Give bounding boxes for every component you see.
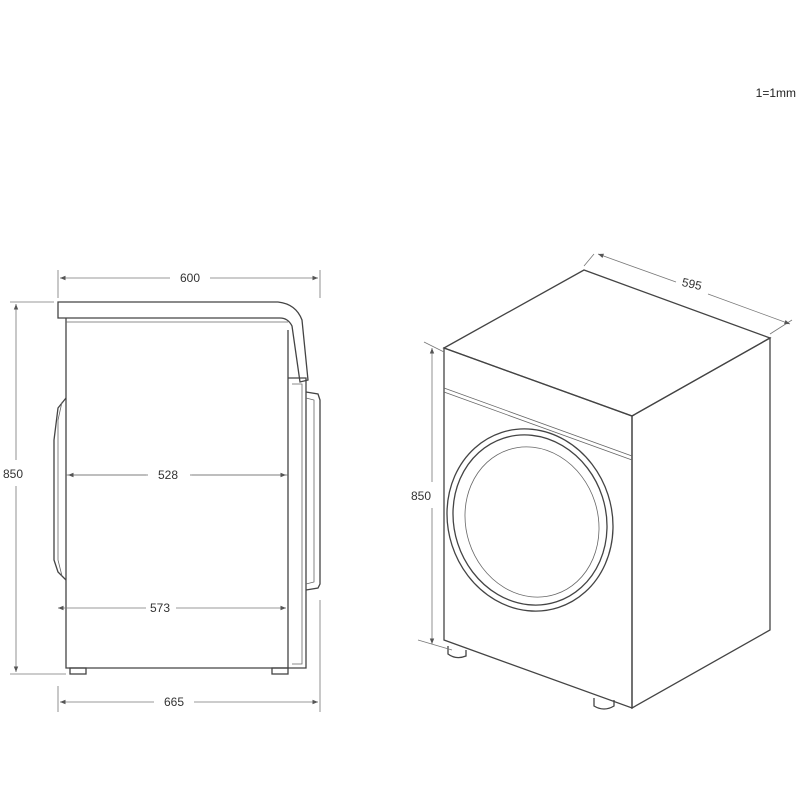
- dim-label-528: 528: [158, 468, 178, 482]
- dim-label-850-iso: 850: [411, 489, 431, 503]
- side-front-panel-inner: [292, 383, 303, 665]
- dim-label-573: 573: [150, 601, 170, 615]
- side-door: [305, 391, 321, 591]
- dim-label-600: 600: [180, 271, 200, 285]
- dim-label-850-side: 850: [3, 467, 23, 481]
- iso-foot-left: [447, 646, 467, 659]
- side-foot-rear: [69, 667, 87, 675]
- side-front-panel: [288, 377, 307, 669]
- side-view-dimensions: 600 850 528 573 665: [3, 270, 321, 712]
- iso-control-panel-line: [443, 387, 633, 457]
- iso-door-outer-ring: [446, 428, 614, 612]
- dim-label-528-bg: [148, 466, 190, 482]
- dim-line-595-a: [597, 253, 677, 283]
- side-back-bulge-inner: [57, 401, 63, 577]
- dim-line-595-b: [707, 293, 791, 325]
- iso-control-panel-line-2: [443, 391, 633, 461]
- side-door-inner: [305, 397, 315, 585]
- scale-note: 1=1mm: [755, 86, 796, 100]
- side-back-bulge: [53, 397, 67, 581]
- iso-view: [442, 269, 772, 710]
- side-foot-front: [271, 667, 289, 675]
- dim-label-573-bg: [146, 600, 176, 616]
- iso-view-dimensions: 595 850: [411, 253, 793, 651]
- ext-850-iso-bottom: [417, 639, 453, 651]
- iso-foot-right: [593, 698, 615, 710]
- side-view: [53, 301, 321, 675]
- iso-door-ring-2: [452, 434, 608, 606]
- dim-label-665: 665: [164, 695, 184, 709]
- iso-door-glass: [464, 446, 600, 598]
- side-body: [65, 318, 289, 669]
- dim-label-595: 595: [681, 275, 704, 293]
- side-top-cover: [57, 301, 309, 383]
- iso-top-face: [442, 269, 772, 417]
- ext-595-right: [769, 319, 793, 335]
- ext-595-left: [583, 253, 595, 267]
- ext-850-iso-top: [423, 341, 445, 353]
- iso-side-face: [631, 336, 771, 710]
